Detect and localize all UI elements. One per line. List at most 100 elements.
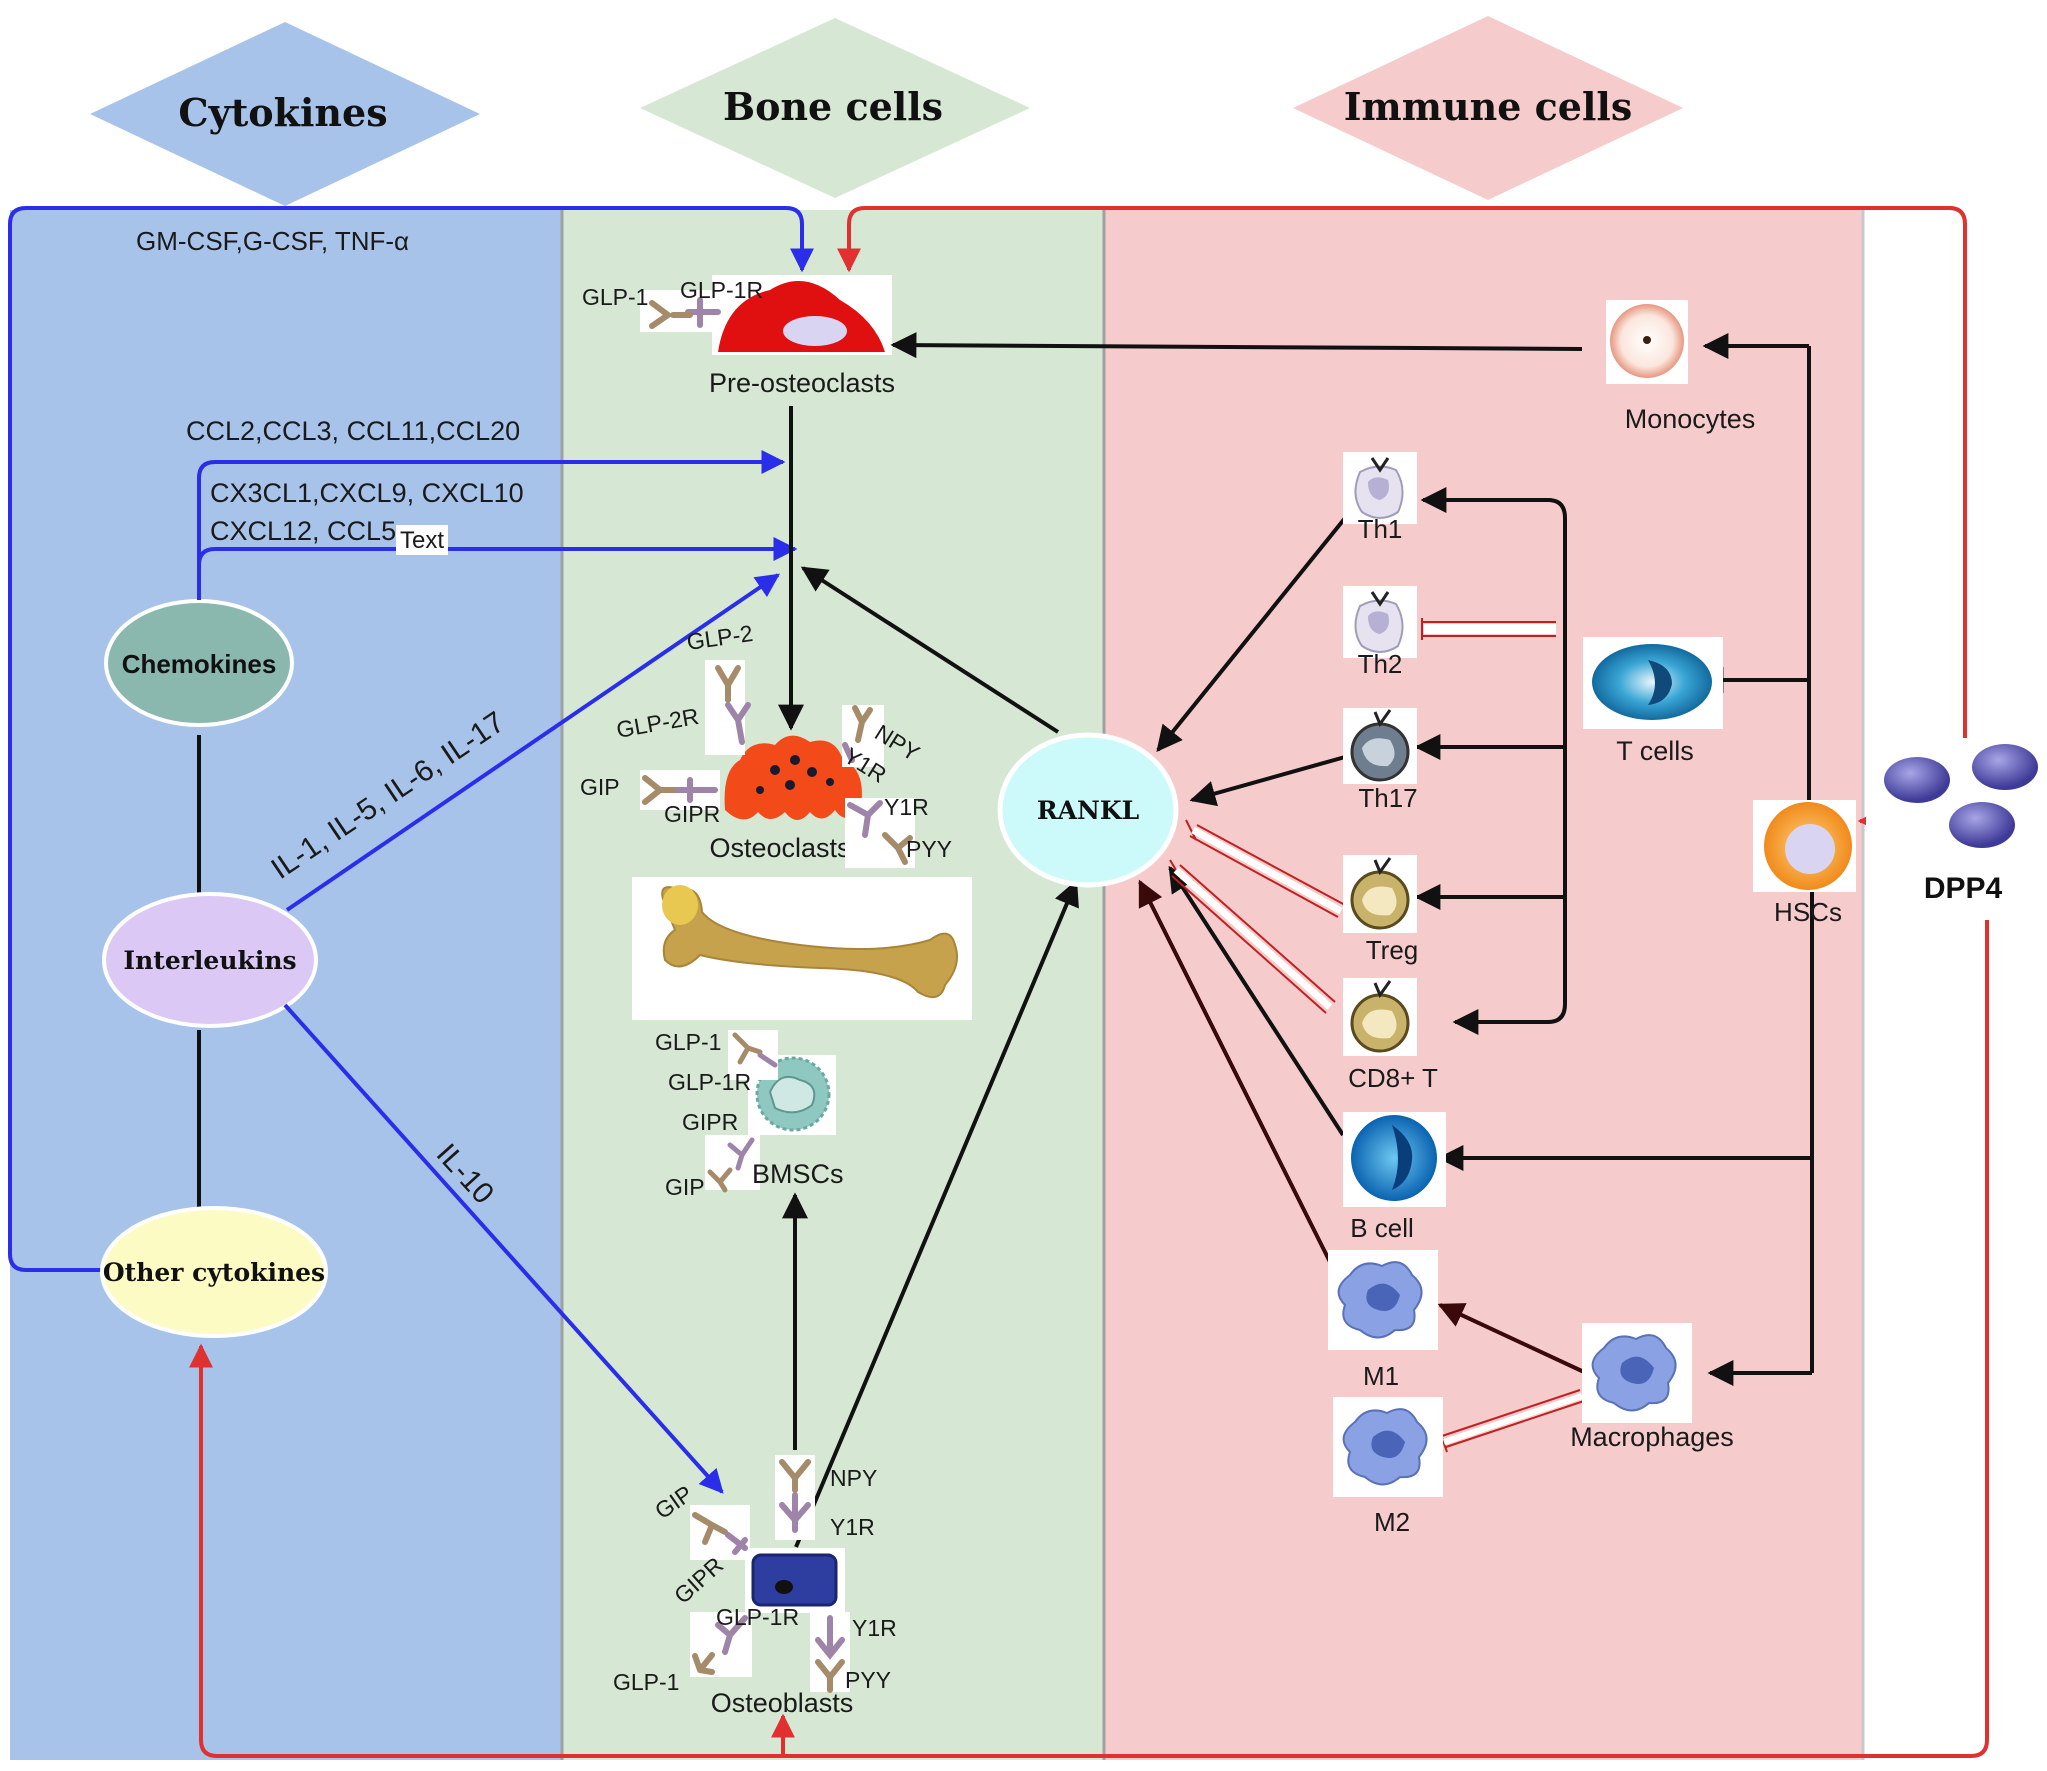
rankl-node [997, 732, 1179, 888]
dpp4-area-bg [1866, 210, 2047, 1760]
gip-label-bmsc: GIP [665, 1174, 705, 1200]
m1-label: M1 [1363, 1361, 1399, 1391]
tcells-nucleus [1648, 660, 1672, 705]
osteoblasts-label: Osteoblasts [711, 1688, 854, 1718]
pre-osteoclast-nucleus [783, 316, 847, 346]
th1-to-rankl-arrow [1156, 500, 1360, 753]
gipr-label-bmsc: GIPR [682, 1109, 738, 1135]
th17-label: Th17 [1358, 783, 1417, 813]
glp1r-label-osteoblast: GLP-1R [716, 1604, 799, 1630]
y1r-label-osteoclast-2: Y1R [884, 794, 929, 820]
th17-cell-icon [1343, 708, 1417, 784]
macrophage-cell-icon [1582, 1323, 1692, 1423]
pyy-label-osteoblast: PYY [845, 1667, 891, 1693]
osteoclasts-label: Osteoclasts [709, 833, 850, 863]
y1r-label-osteoblast-1: Y1R [830, 1514, 875, 1540]
chemokine-ccl-arrow [197, 450, 786, 600]
th2-inhibition-line [1421, 618, 1556, 640]
red-loop-top-cover [1863, 206, 1967, 738]
treg-label: Treg [1366, 935, 1419, 965]
other-cytokines-label: Other cytokines [103, 1258, 325, 1287]
osteoclast-nuclei [756, 755, 834, 794]
th2-label: Th2 [1358, 649, 1403, 679]
hscs-label: HSCs [1774, 897, 1842, 927]
osteoblast-to-rankl-arrow [794, 879, 1079, 1548]
glp1r-label-pre: GLP-1R [680, 277, 763, 303]
treg-inhibition-line [1185, 819, 1346, 918]
bcell-label: B cell [1350, 1213, 1414, 1243]
blue-loop-arrow [8, 206, 814, 1272]
tcell-branch-bracket [1423, 498, 1567, 1035]
pre-osteoclasts-label: Pre-osteoclasts [709, 368, 895, 398]
osteoblast-receptor-icons [690, 1455, 850, 1693]
gipr-label-osteoclast: GIPR [664, 801, 720, 827]
th1-label: Th1 [1358, 514, 1403, 544]
monocytes-label: Monocytes [1625, 404, 1756, 434]
interleukins-label: Interleukins [123, 946, 296, 975]
osteoclast-cell [724, 735, 862, 820]
monocyte-nucleus [1643, 336, 1651, 344]
treg-cell-icon [1343, 855, 1417, 933]
macrophages-label: Macrophages [1570, 1422, 1734, 1452]
bcell-to-rankl-arrow [1168, 865, 1345, 1137]
bmsc-nucleus [768, 1076, 816, 1114]
dpp4-label: DPP4 [1924, 872, 2003, 905]
pyy-label-osteoclast: PYY [906, 836, 952, 862]
immune-panel [1104, 210, 1863, 1760]
bmsc-receptor-icons [705, 1030, 778, 1193]
red-loop-bottom-cover [1863, 920, 1989, 1758]
m2-cell-icon [1333, 1397, 1443, 1497]
glp1-label-osteoblast: GLP-1 [613, 1669, 679, 1695]
text-box [396, 525, 448, 555]
npy-label-osteoblast: NPY [830, 1465, 877, 1491]
cxcl-label-line1: CX3CL1,CXCL9, CXCL10 [210, 478, 524, 508]
bone-cells-header: Bone cells [723, 84, 943, 129]
cxcl-label-line2: CXCL12, CCL5 [210, 516, 396, 546]
interleukin-to-osteoclast-arrow [285, 573, 780, 912]
dpp4-molecule-1 [1884, 757, 1950, 803]
bcell-cell [1351, 1115, 1437, 1201]
tcells-cell [1592, 644, 1712, 720]
dpp4-molecule-2 [1972, 744, 2038, 790]
interleukins-node [102, 892, 318, 1028]
gip-label-osteoclast: GIP [580, 774, 620, 800]
chemokine-cxcl-arrow [197, 537, 798, 600]
il10-to-osteoblast-arrow [283, 1003, 724, 1494]
glp1r-label-bmsc: GLP-1R [668, 1069, 751, 1095]
dpp4-molecule-3 [1949, 802, 2015, 848]
osteoclast-receptor-icons [640, 660, 915, 868]
osteoblast-cell [751, 1553, 838, 1607]
bone-head [662, 885, 698, 925]
glp1-label-bmsc: GLP-1 [655, 1029, 721, 1055]
ccl-label: CCL2,CCL3, CCL11,CCL20 [186, 416, 520, 446]
cd8-inhibition-fill [1173, 867, 1333, 1010]
chemokines-label: Chemokines [122, 649, 277, 679]
hscs-nucleus [1785, 824, 1835, 874]
glp1-label-pre: GLP-1 [582, 284, 648, 310]
m2-label: M2 [1374, 1507, 1410, 1537]
bone-cells-header-diamond [640, 18, 1030, 198]
monocyte-to-pre-osteoclast-arrow [890, 332, 1583, 359]
immune-cells-header-diamond [1293, 16, 1683, 200]
osteoblast-nucleus [775, 1580, 793, 1594]
macrophage-to-m1-arrow [1437, 1303, 1585, 1374]
chemokines-node [104, 599, 294, 727]
gm-csf-label: GM-CSF,G-CSF, TNF-α [136, 226, 409, 256]
cytokines-header-diamond [90, 22, 480, 206]
th1-cell-icon [1343, 452, 1417, 524]
rankl-to-osteoclast-arrow [800, 566, 1060, 734]
m1-to-rankl-arrow [1138, 879, 1332, 1263]
bmscs-label: BMSCs [752, 1159, 844, 1189]
glp1-receptor-icon [649, 297, 721, 329]
other-cytokines-node [100, 1206, 328, 1338]
rankl-label: RANKL [1037, 796, 1140, 825]
bone-illustration [661, 886, 958, 999]
y1r-label-osteoblast-2: Y1R [852, 1615, 897, 1641]
text-box-label: Text [400, 527, 444, 554]
cd8-cell-icon [1343, 978, 1417, 1056]
th17-to-rankl-arrow [1189, 755, 1346, 807]
m1-cell-icon [1328, 1250, 1438, 1350]
th2-cell-icon [1343, 586, 1417, 658]
treg-inhibition-fill [1191, 826, 1343, 915]
